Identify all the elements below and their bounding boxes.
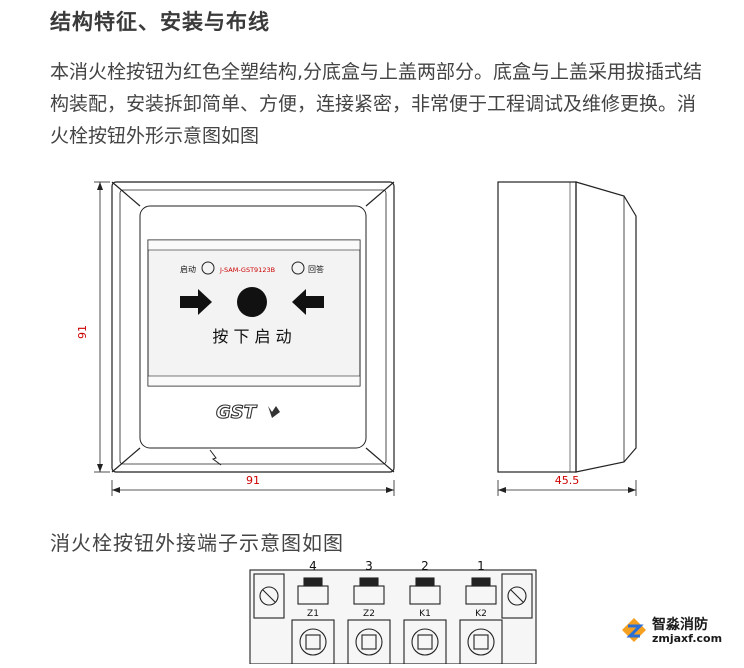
- reply-label: 回答: [308, 264, 324, 274]
- terminal-number: 2: [421, 559, 429, 573]
- gst-logo-mark-icon: [268, 406, 280, 418]
- site-name: 智淼消防: [652, 617, 708, 633]
- arrow-right-icon: [180, 289, 212, 315]
- mount-screw-right-icon: [507, 586, 527, 606]
- site-logo-icon: [622, 618, 646, 642]
- front-view: [94, 181, 395, 496]
- button-outline-figure: 启动 J-SAM-GST9123B 回答 按 下 启 动 GST 91 91 4…: [62, 162, 662, 504]
- terminal-name: K1: [419, 609, 431, 619]
- front-outer-frame: [111, 181, 395, 473]
- site-url: zmjaxf.com: [652, 632, 723, 645]
- site-watermark: 智淼消防 zmjaxf.com: [620, 612, 740, 654]
- screw-icon: [299, 628, 327, 656]
- start-indicator: [201, 261, 215, 275]
- front-cover: [139, 205, 367, 449]
- section-title-structure: 结构特征、安装与布线: [50, 10, 270, 34]
- terminal-name: K2: [475, 609, 487, 619]
- gst-logo: GST: [216, 402, 258, 423]
- start-label: 启动: [180, 264, 196, 274]
- terminal-name: Z1: [307, 609, 319, 619]
- terminal-block: [249, 569, 537, 665]
- structure-description: 本消火栓按钮为红色全塑结构,分底盒与上盖两部分。底盒与上盖采用拔插式结构装配，安…: [50, 61, 703, 147]
- terminal-name: Z2: [363, 609, 375, 619]
- terminal-figure: 4 3 2 1 Z1 Z2 K1 K2: [248, 556, 538, 665]
- arrow-left-icon: [292, 289, 324, 315]
- terminal-number: 1: [477, 559, 485, 573]
- screw-icon: [355, 628, 383, 656]
- screw-icon: [411, 628, 439, 656]
- press-point: [237, 287, 267, 317]
- depth-dimension: 45.5: [555, 474, 580, 487]
- model-label: J-SAM-GST9123B: [219, 266, 275, 274]
- mount-screw-left-icon: [259, 586, 279, 606]
- side-cover: [575, 181, 637, 473]
- side-view: [497, 181, 637, 496]
- terminal-number: 4: [309, 559, 317, 573]
- reply-indicator: [291, 261, 305, 275]
- height-dimension: 91: [76, 325, 89, 339]
- key-icon: [209, 449, 222, 466]
- terminal-number: 3: [365, 559, 373, 573]
- press-to-start-label: 按 下 启 动: [212, 327, 291, 346]
- screw-icon: [467, 628, 495, 656]
- width-dimension: 91: [246, 474, 260, 487]
- side-body: [497, 181, 577, 473]
- section-title-terminal: 消火栓按钮外接端子示意图如图: [50, 531, 344, 555]
